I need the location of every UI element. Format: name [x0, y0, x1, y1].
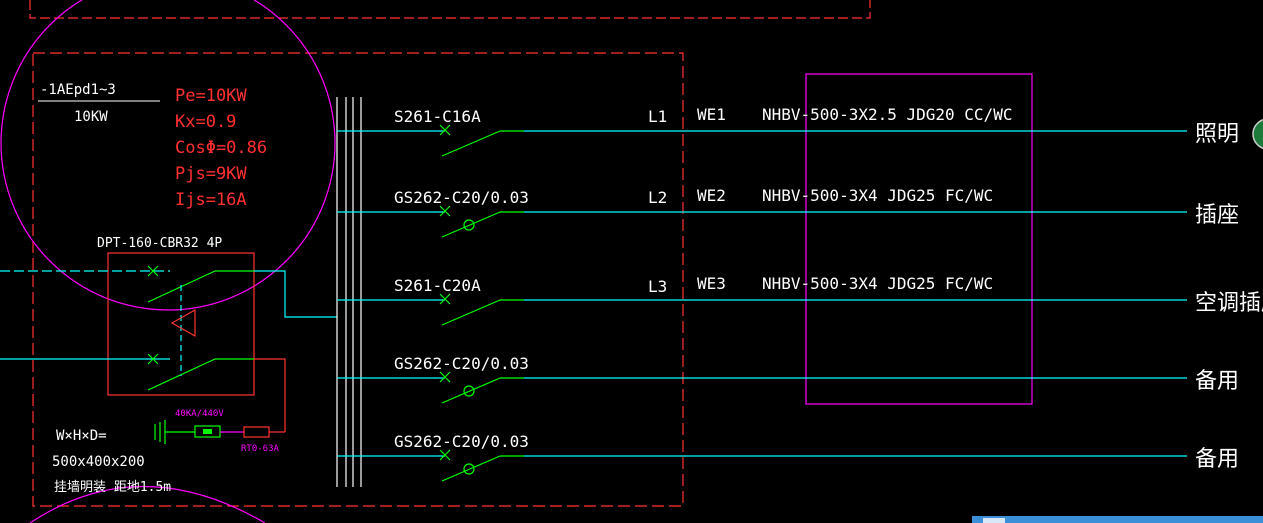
toolbar-fragment — [972, 516, 1263, 523]
calc-line: Ijs=16A — [175, 190, 247, 210]
main-breaker-box — [107, 252, 255, 396]
breaker-label: GS262-C20/0.03 — [394, 432, 529, 451]
panel-power-label: 10KW — [74, 109, 108, 125]
earth-symbol-icon — [154, 420, 166, 444]
main-to-busbar — [254, 270, 337, 318]
load-name: 照明 — [1195, 122, 1239, 147]
revision-cloud-circle — [0, 0, 336, 311]
circuit-row: GS262-C20/0.03 备用 — [337, 354, 1239, 404]
load-name: 备用 — [1195, 369, 1239, 394]
breaker-x-mark — [439, 124, 451, 136]
cable-spec: NHBV-500-3X4 JDG25 FC/WC — [762, 186, 993, 205]
cable-spec: NHBV-500-3X2.5 JDG20 CC/WC — [762, 105, 1012, 124]
rcd-symbol-icon — [463, 463, 475, 475]
calc-line: Pjs=9KW — [175, 164, 247, 184]
cable-schedule-box — [805, 73, 1033, 405]
rcd-symbol-icon — [463, 219, 475, 231]
residual-current-triangle — [170, 308, 196, 338]
breaker-blade — [441, 299, 501, 326]
outgoing-circuits: S261-C16A L1 WE1 NHBV-500-3X2.5 JDG20 CC/WC… — [337, 105, 1263, 482]
dims-label: W×H×D= — [56, 428, 107, 444]
calc-line: Kx=0.9 — [175, 112, 236, 132]
cable-spec: NHBV-500-3X4 JDG25 FC/WC — [762, 274, 993, 293]
breaker-blade — [441, 130, 501, 157]
rcd-symbol-icon — [463, 385, 475, 397]
breaker-x-mark — [439, 205, 451, 217]
main-breaker-blade-lower — [147, 358, 216, 391]
load-name: 插座 — [1195, 203, 1239, 228]
phase-label: L1 — [648, 107, 667, 126]
panel-id-label: -1AEpd1~3 — [40, 82, 116, 98]
main-breaker-label: DPT-160-CBR32 4P — [97, 236, 222, 251]
spd-element — [203, 429, 212, 434]
circuit-row: GS262-C20/0.03 L2 WE2 NHBV-500-3X4 JDG25 FC… — [337, 186, 1239, 238]
circuit-code: WE3 — [697, 274, 726, 293]
load-name: 空调插座 — [1195, 291, 1263, 316]
circuit-row: S261-C20A L3 WE3 NHBV-500-3X4 JDG25 FC/WC 空调… — [337, 274, 1263, 326]
upper-frame-edge — [29, 0, 871, 19]
circuit-row: GS262-C20/0.03 备用 — [337, 432, 1239, 482]
main-to-spd — [254, 358, 286, 432]
calc-line: CosΦ=0.86 — [175, 138, 267, 158]
install-note: 挂墙明装 距地1.5m — [54, 480, 171, 495]
phase-label: L2 — [648, 188, 667, 207]
drawing-marker-icon — [1252, 119, 1263, 149]
breaker-label: S261-C16A — [394, 107, 481, 126]
calc-line: Pe=10KW — [175, 86, 247, 106]
breaker-x-mark — [439, 371, 451, 383]
breaker-x-mark — [439, 449, 451, 461]
breaker-label: GS262-C20/0.03 — [394, 188, 529, 207]
fuse-label: RT0-63A — [241, 444, 280, 454]
breaker-blade — [441, 377, 501, 404]
main-breaker-x-mark-lower — [147, 353, 159, 365]
load-name: 备用 — [1195, 447, 1239, 472]
main-breaker-x-mark-upper — [147, 265, 159, 277]
panel-enclosure — [32, 52, 684, 507]
dims-value: 500x400x200 — [52, 454, 145, 470]
spd-label: 40KA/440V — [175, 409, 224, 419]
circuit-row: S261-C16A L1 WE1 NHBV-500-3X2.5 JDG20 CC/WC… — [337, 105, 1239, 157]
fuse-box — [243, 426, 270, 438]
breaker-blade — [441, 211, 501, 238]
toolbar-fragment-icon — [983, 518, 1005, 523]
breaker-label: S261-C20A — [394, 276, 481, 295]
phase-label: L3 — [648, 277, 667, 296]
lower-circle-arc — [29, 486, 266, 523]
breaker-label: GS262-C20/0.03 — [394, 354, 529, 373]
circuit-code: WE1 — [697, 105, 726, 124]
breaker-blade — [441, 455, 501, 482]
breaker-x-mark — [439, 293, 451, 305]
circuit-code: WE2 — [697, 186, 726, 205]
